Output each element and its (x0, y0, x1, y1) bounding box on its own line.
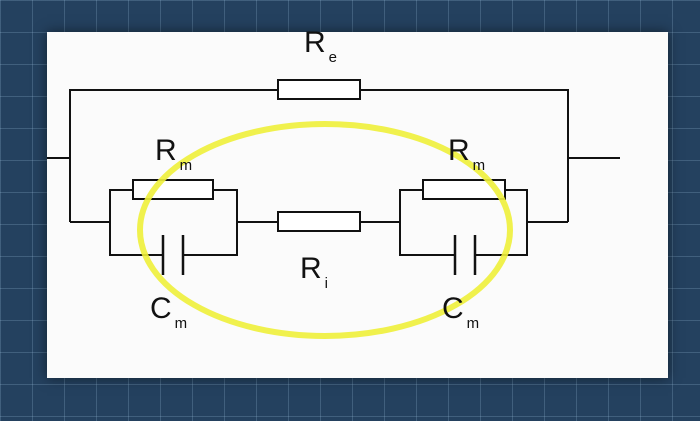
capacitor-cm-right (453, 235, 477, 275)
resistor-rm-right (422, 179, 506, 200)
highlight-ellipse (137, 121, 513, 339)
resistor-rm-left (132, 179, 214, 200)
resistor-re (277, 79, 361, 100)
wires (47, 89, 620, 256)
resistor-ri (277, 211, 361, 232)
capacitor-cm-left (161, 235, 185, 275)
